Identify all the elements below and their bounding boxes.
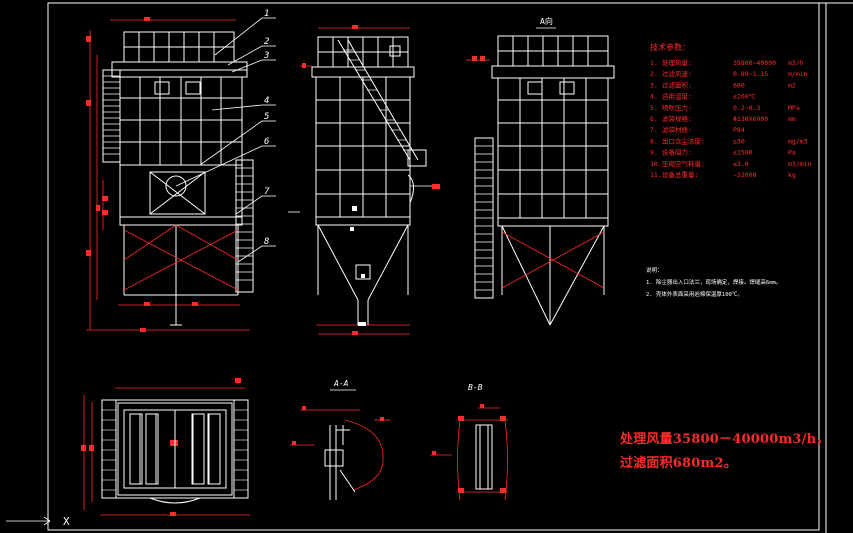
tech-param-name: 滤袋规格:: [662, 114, 692, 123]
tech-param-name: 处理风量:: [662, 58, 692, 67]
tech-param-no: 8.: [650, 137, 658, 145]
rear-elevation-view: A向: [466, 16, 615, 326]
notes-block: 说明： 1. 除尘器出入口法兰，现场确定，焊接。焊缝高6mm。 2. 壳体外表面…: [646, 266, 781, 298]
tech-param-value: ~32000: [733, 171, 757, 179]
leader-label-3: 3: [263, 51, 269, 61]
side-elevation-view: [288, 25, 440, 335]
notes-title: 说明：: [646, 266, 663, 274]
tech-param-unit: m/min: [788, 70, 808, 78]
tech-param-value: ≤1500: [733, 149, 753, 157]
capacity-note: 处理风量35800－40000m3/h， 过滤面积680m2。: [620, 428, 829, 476]
tech-param-unit: mm: [788, 115, 796, 123]
tech-param-unit: m3/min: [788, 160, 812, 168]
leader-label-1: 1: [264, 9, 269, 19]
plan-view: [81, 378, 250, 516]
tech-param-no: 10.: [650, 160, 662, 168]
tech-param-no: 11.: [650, 171, 662, 179]
leader-label-4: 4: [264, 96, 269, 106]
section-b-title: B-B: [468, 383, 483, 392]
tech-param-name: 过滤风速:: [662, 69, 692, 78]
tech-param-unit: Pa: [788, 149, 796, 157]
tech-param-no: 3.: [650, 81, 658, 89]
tech-param-name: 过滤面积:: [662, 80, 692, 89]
tech-param-value: P84: [733, 126, 745, 134]
tech-params-title: 技术参数：: [650, 42, 690, 52]
tech-param-name: 喷吹压力:: [662, 103, 692, 112]
tech-param-unit: mg/m3: [788, 137, 808, 145]
tech-param-no: 5.: [650, 104, 658, 112]
section-a-title: A-A: [333, 379, 349, 388]
tech-param-unit: kg: [788, 171, 796, 179]
tech-param-value: ≤30: [733, 137, 745, 145]
axis-x-label: X: [63, 515, 70, 528]
leader-label-5: 5: [264, 112, 269, 122]
tech-param-no: 1.: [650, 59, 658, 67]
tech-param-unit: m2: [788, 81, 796, 89]
tech-param-no: 6.: [650, 115, 658, 123]
tech-param-value: 680: [733, 81, 745, 89]
tech-param-value: 0.2~0.3: [733, 104, 760, 112]
ucs-axis-icon: [6, 516, 51, 526]
tech-param-value: Φ130X6000: [733, 115, 768, 123]
leader-label-7: 7: [264, 187, 270, 197]
note-1: 1. 除尘器出入口法兰，现场确定，焊接。焊缝高6mm。: [646, 278, 781, 286]
tech-param-value: 0.89~1.15: [733, 70, 768, 78]
tech-param-name: 设备阻力:: [662, 148, 692, 157]
view-a-title: A向: [540, 16, 553, 26]
leader-label-8: 8: [264, 237, 269, 247]
drawing-frame: [47, 2, 853, 533]
capacity-note-line2: 过滤面积680m2。: [620, 456, 737, 471]
capacity-note-line1: 处理风量35800－40000m3/h，: [620, 432, 830, 447]
tech-param-unit: MPa: [788, 104, 800, 112]
tech-param-value: ≤3.0: [733, 160, 749, 168]
tech-param-value: ≤260℃: [733, 93, 757, 101]
tech-param-name: 设备总重量:: [662, 170, 698, 179]
tech-param-name: 适用温度:: [662, 92, 692, 101]
tech-param-name: 滤袋材质:: [662, 125, 692, 134]
section-a-a: A-A: [290, 379, 390, 500]
tech-param-no: 7.: [650, 126, 658, 134]
note-2: 2. 壳体外表面采用岩棉保温厚100℃。: [646, 290, 743, 298]
tech-params-table: 技术参数： 1. 处理风量: 35800~40000 m3/h 2. 过滤风速: 0.89~…: [650, 42, 812, 179]
section-b-b: B-B: [430, 383, 508, 501]
tech-param-value: 35800~40000: [733, 59, 776, 67]
leader-label-6: 6: [264, 137, 269, 147]
front-elevation-view: 1 2 3 4 5 6 7 8: [86, 9, 276, 332]
tech-param-no: 9.: [650, 149, 658, 157]
tech-param-no: 2.: [650, 70, 658, 78]
tech-param-name: 出口含尘浓度:: [662, 136, 705, 145]
tech-param-no: 4.: [650, 93, 658, 101]
tech-param-name: 压缩空气耗量:: [662, 159, 705, 168]
leader-label-2: 2: [264, 37, 269, 47]
tech-param-unit: m3/h: [788, 59, 804, 67]
